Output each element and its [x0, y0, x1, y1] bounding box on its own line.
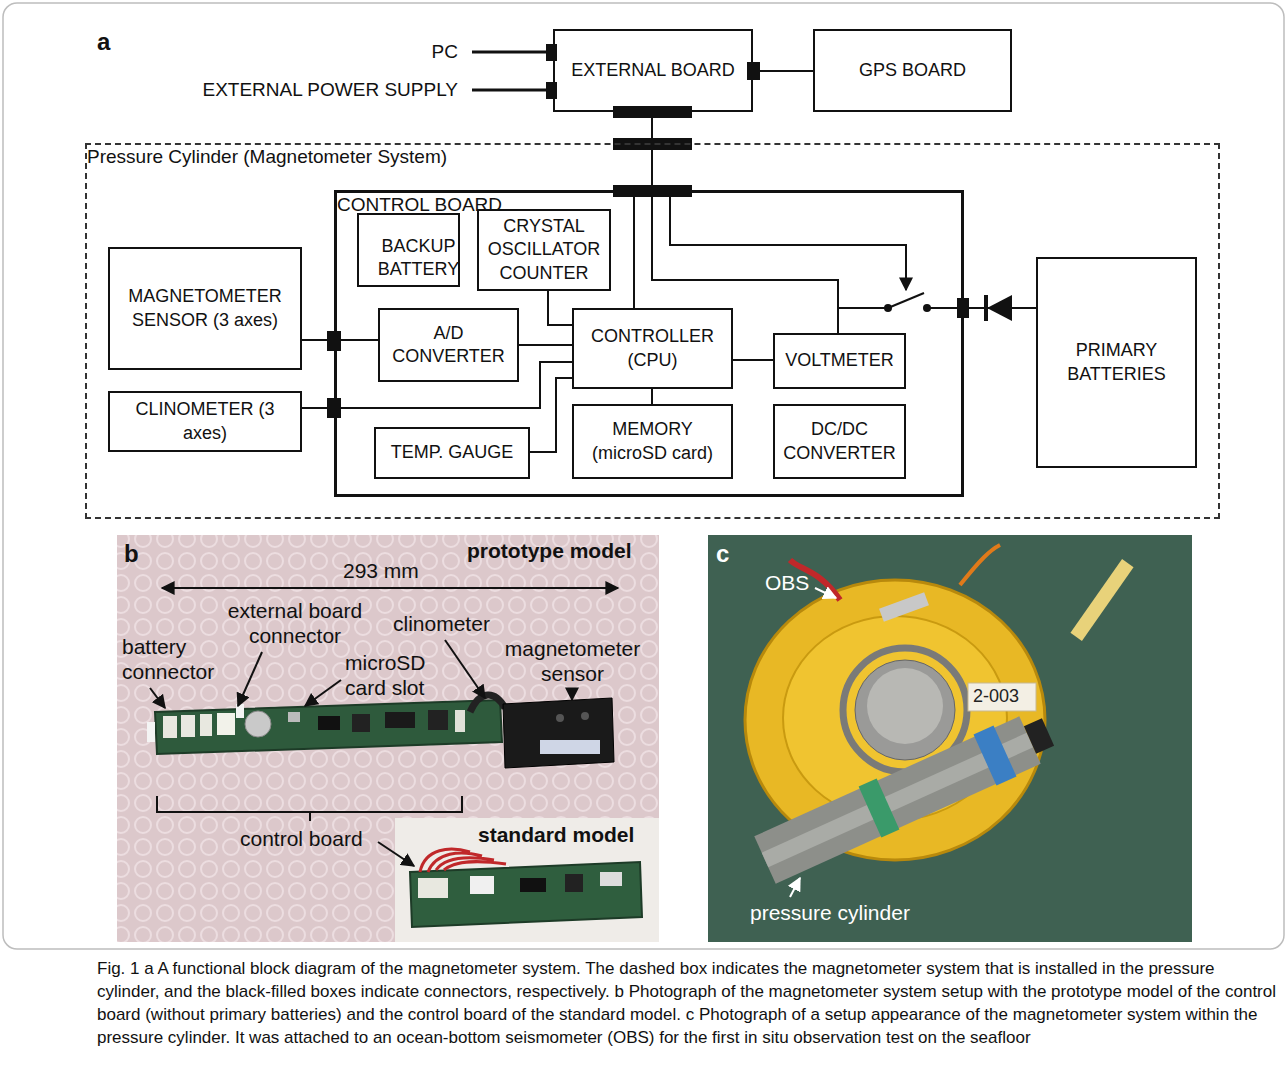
panel-letter: b — [124, 540, 139, 569]
part-label: pressure cylinder — [750, 900, 910, 925]
connector-line — [753, 70, 813, 72]
box-label: TEMP. GAUGE — [382, 441, 522, 464]
photo-prototype — [117, 535, 659, 942]
sensor-box: CLINOMETER (3 axes) — [108, 391, 302, 452]
switch-contact — [923, 304, 931, 312]
connector-line — [519, 344, 572, 346]
box-label: PRIMARY BATTERIES — [1052, 339, 1182, 386]
component-box: DC/DC CONVERTER — [773, 404, 906, 479]
connector-block — [546, 82, 557, 99]
pc-wire — [472, 51, 548, 54]
box-label: GPS BOARD — [821, 59, 1004, 82]
power-wire — [472, 89, 548, 92]
component-box: CRYSTAL OSCILLATOR COUNTER — [477, 209, 611, 291]
region-heading: Pressure Cylinder (Magnetometer System) — [87, 145, 447, 170]
signal-label: EXTERNAL POWER SUPPLY — [180, 79, 458, 102]
dimension-label: 293 mm — [343, 558, 419, 583]
box-label: BACKUP BATTERY — [375, 235, 462, 282]
component-box: A/D CONVERTER — [378, 308, 519, 382]
photo-obs — [708, 535, 1192, 942]
connector-block — [546, 44, 557, 61]
switch-lever — [888, 293, 924, 308]
figure-caption: Fig. 1 a A functional block diagram of t… — [97, 958, 1277, 1050]
part-label: OBS — [765, 570, 809, 595]
board-box: GPS BOARD — [813, 29, 1012, 112]
part-label: magnetometer sensor — [490, 636, 655, 686]
box-label: MEMORY (microSD card) — [580, 418, 725, 465]
battery-box: PRIMARY BATTERIES — [1036, 257, 1197, 468]
box-label: CRYSTAL OSCILLATOR COUNTER — [485, 215, 603, 285]
sensor-box: MAGNETOMETER SENSOR (3 axes) — [108, 247, 302, 370]
panel-letter: c — [716, 540, 729, 569]
part-label: battery connector — [122, 634, 227, 684]
box-label: VOLTMETER — [781, 349, 898, 372]
cpu-box: CONTROLLER (CPU) — [572, 308, 733, 389]
box-label: CLINOMETER (3 axes) — [125, 398, 285, 445]
box-label: A/D CONVERTER — [386, 322, 511, 369]
box-label: CONTROLLER (CPU) — [580, 325, 725, 372]
connector-line — [548, 291, 572, 325]
component-box: BACKUP BATTERY — [357, 213, 460, 287]
model-title: prototype model — [467, 538, 632, 563]
memory-box: MEMORY (microSD card) — [572, 404, 733, 479]
component-box: VOLTMETER — [773, 333, 906, 389]
model-title: standard model — [478, 822, 634, 847]
box-label: DC/DC CONVERTER — [781, 418, 898, 465]
diode-symbol — [987, 295, 1012, 321]
pressure-cylinder-region: BACKUP BATTERY CRYSTAL OSCILLATOR COUNTER… — [85, 143, 1220, 519]
part-label: clinometer — [393, 611, 490, 636]
connector-line — [651, 389, 653, 404]
part-label: control board — [240, 826, 363, 851]
box-label: EXTERNAL BOARD — [561, 59, 745, 82]
sticker-number: 2-003 — [973, 686, 1019, 708]
figure-frame — [3, 3, 1284, 949]
connector-block — [613, 106, 692, 118]
connector-line — [733, 359, 773, 361]
connector-line — [530, 378, 572, 452]
signal-label: PC — [400, 41, 458, 64]
switch-control-line — [670, 196, 906, 290]
box-label: MAGNETOMETER SENSOR (3 axes) — [120, 285, 290, 332]
part-label: external board connector — [215, 598, 375, 648]
board-box: EXTERNAL BOARD — [553, 29, 753, 112]
component-box: TEMP. GAUGE — [374, 427, 530, 479]
part-label: microSD card slot — [345, 650, 465, 700]
region-heading: CONTROL BOARD — [337, 193, 502, 218]
connector-line — [302, 362, 572, 408]
connector-block — [747, 62, 760, 80]
control-board-box: BACKUP BATTERY CRYSTAL OSCILLATOR COUNTER… — [334, 190, 964, 497]
panel-letter: a — [97, 28, 110, 57]
